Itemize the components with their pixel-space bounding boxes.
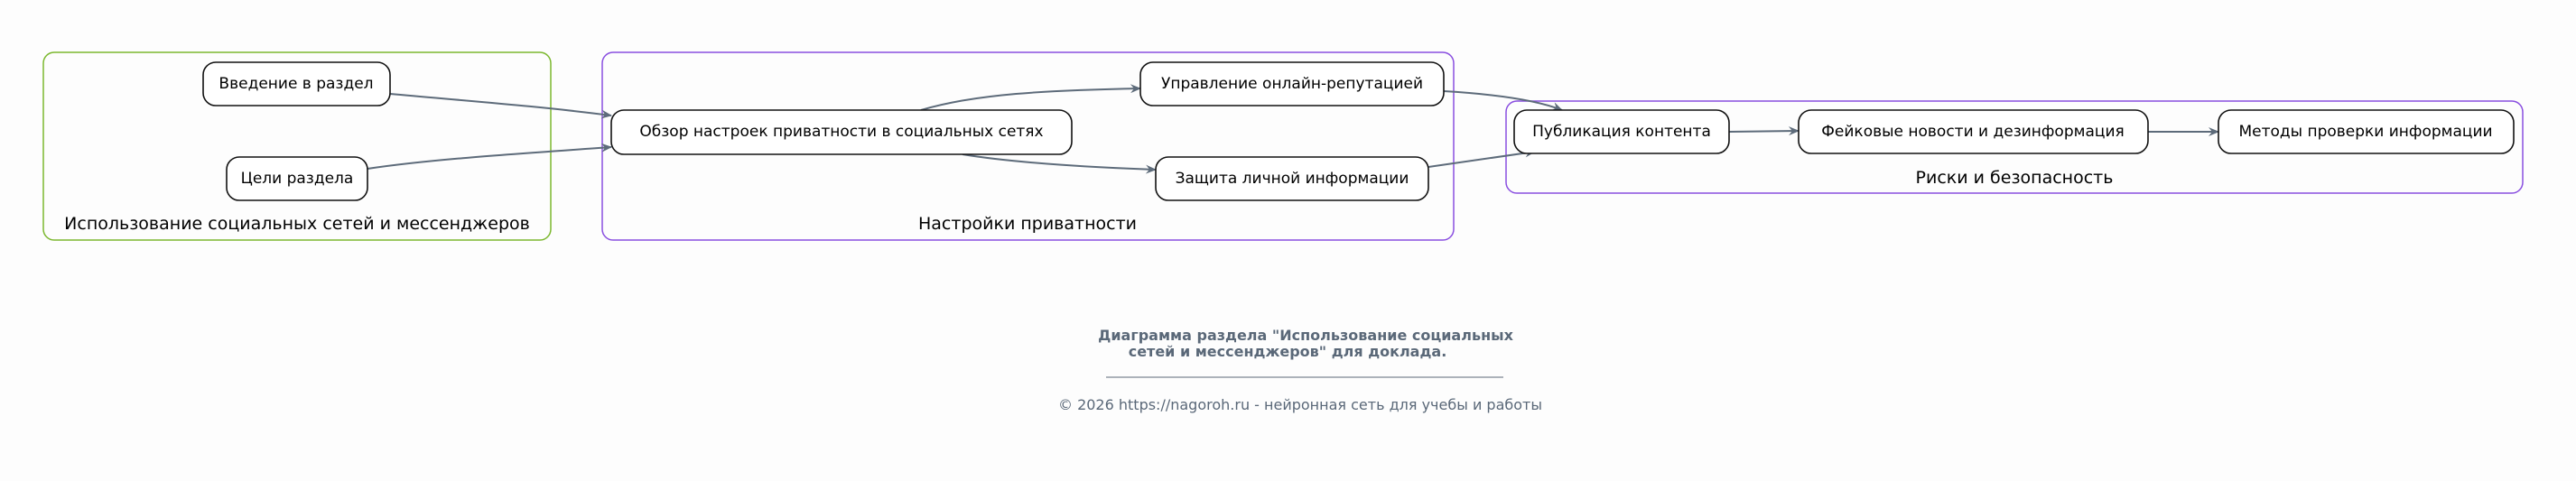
edge-protection-publishing: [1427, 148, 1536, 168]
node-reputation[interactable]: Управление онлайн-репутацией: [1139, 61, 1445, 106]
node-label: Обзор настроек приватности в социальных …: [639, 123, 1043, 141]
caption-title-line1: Диаграмма раздела "Использование социаль…: [1098, 327, 1513, 344]
node-label: Защита личной информации: [1176, 170, 1409, 188]
node-goals[interactable]: Цели раздела: [226, 156, 368, 201]
edge-intro-overview: [389, 93, 612, 119]
edge-goals-overview: [367, 143, 612, 170]
node-fake-news[interactable]: Фейковые новости и дезинформация: [1798, 109, 2149, 154]
node-label: Фейковые новости и дезинформация: [1821, 123, 2124, 141]
node-label: Введение в раздел: [219, 75, 373, 93]
edge-publishing-fakenews: [1728, 126, 1799, 136]
node-protection[interactable]: Защита личной информации: [1155, 156, 1429, 201]
cluster-label: Риски и безопасность: [1916, 168, 2114, 188]
copyright-text: © 2026 https://nagoroh.ru - нейронная се…: [1058, 396, 1542, 413]
edge-overview-protection: [962, 153, 1157, 174]
node-verification[interactable]: Методы проверки информации: [2218, 109, 2515, 154]
node-label: Публикация контента: [1532, 123, 1711, 141]
node-label: Методы проверки информации: [2238, 123, 2492, 141]
cluster-label: Настройки приватности: [918, 214, 1137, 234]
caption-title-line2: сетей и мессенджеров" для доклада.: [1129, 343, 1447, 360]
node-overview[interactable]: Обзор настроек приватности в социальных …: [610, 109, 1073, 155]
cluster-label: Использование социальных сетей и мессенд…: [64, 214, 530, 234]
cluster-social-networks: Использование социальных сетей и мессенд…: [42, 51, 552, 241]
edge-reputation-publishing: [1443, 90, 1563, 111]
node-label: Управление онлайн-репутацией: [1161, 75, 1423, 93]
node-label: Цели раздела: [241, 170, 354, 188]
node-intro[interactable]: Введение в раздел: [202, 61, 391, 106]
node-publishing[interactable]: Публикация контента: [1513, 109, 1730, 154]
edge-overview-reputation: [920, 84, 1141, 111]
cluster-risks-security: Риски и безопасность: [1505, 100, 2524, 194]
